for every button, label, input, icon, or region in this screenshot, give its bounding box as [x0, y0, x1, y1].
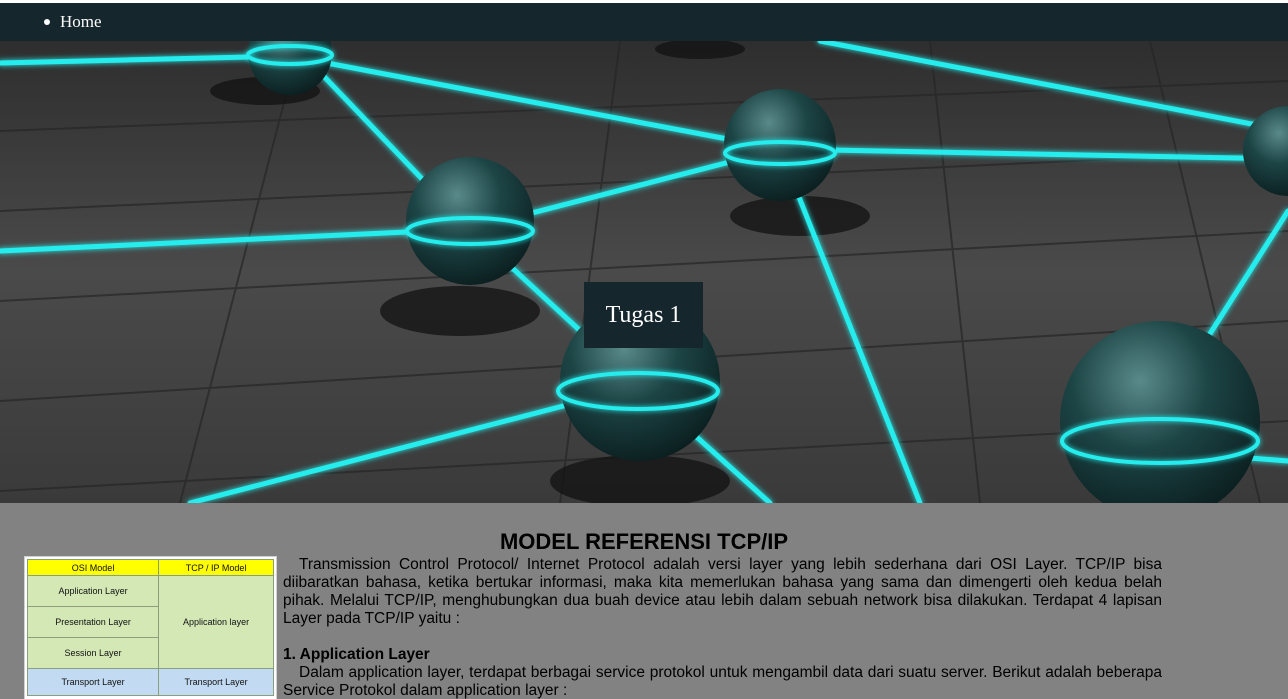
- spacer: [283, 628, 1162, 646]
- network-spheres-image: [0, 41, 1288, 503]
- osi-tcpip-comparison-image: OSI Model TCP / IP Model Application Lay…: [24, 556, 277, 699]
- navbar: Home: [0, 3, 1288, 41]
- section-heading: 1. Application Layer: [283, 646, 430, 663]
- osi-layer-cell: Session Layer: [26, 637, 160, 669]
- table-row: Presentation Layer: [26, 606, 274, 638]
- tcpip-model-header: TCP / IP Model: [158, 559, 274, 576]
- main-content: MODEL REFERENSI TCP/IP OSI Model TCP / I…: [0, 503, 1288, 699]
- top-strip: [0, 0, 1288, 3]
- intro-paragraph: Transmission Control Protocol/ Internet …: [283, 556, 1162, 627]
- osi-table-header: OSI Model TCP / IP Model: [26, 559, 274, 576]
- tcpip-layer-cell: Transport Layer: [158, 668, 274, 696]
- hero-title-badge: Tugas 1: [584, 282, 703, 348]
- home-link[interactable]: Home: [60, 12, 102, 31]
- table-row: Transport Layer Transport Layer: [26, 668, 274, 696]
- bullet-icon: [44, 19, 50, 25]
- table-row: Session Layer: [26, 637, 274, 669]
- nav-item-home[interactable]: Home: [44, 12, 102, 32]
- osi-layer-cell: Presentation Layer: [26, 606, 160, 638]
- osi-layer-cell: Application Layer: [26, 575, 160, 607]
- hero-banner: Tugas 1: [0, 41, 1288, 503]
- page-title: MODEL REFERENSI TCP/IP: [499, 529, 789, 554]
- article-body: Transmission Control Protocol/ Internet …: [283, 556, 1162, 699]
- tcpip-layer-cell: Application layer: [158, 575, 274, 669]
- osi-model-header: OSI Model: [26, 559, 160, 576]
- section-paragraph: Dalam application layer, terdapat berbag…: [283, 664, 1162, 699]
- osi-layer-cell: Transport Layer: [26, 668, 160, 696]
- osi-tcpip-table: OSI Model TCP / IP Model Application Lay…: [26, 559, 274, 696]
- table-row: Application Layer Application layer: [26, 575, 274, 669]
